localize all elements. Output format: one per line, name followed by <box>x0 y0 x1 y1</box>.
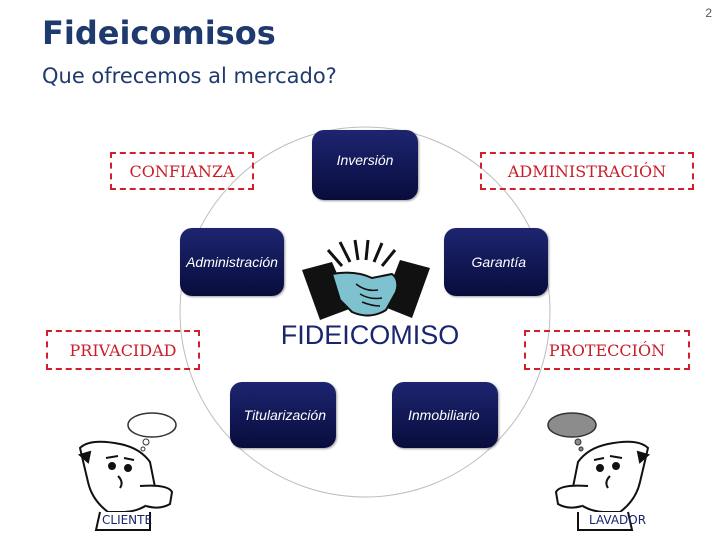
slide-subtitle: Que ofrecemos al mercado? <box>42 64 337 88</box>
thinking-man-icon <box>554 440 651 531</box>
thought-bubble-icon <box>127 412 177 452</box>
value-proteccion: PROTECCIÓN <box>524 330 690 370</box>
slide-title: Fideicomisos <box>42 14 276 52</box>
value-administracion: ADMINISTRACIÓN <box>480 152 694 190</box>
node-administracion: Administración <box>180 228 284 296</box>
handshake-icon <box>302 239 430 320</box>
value-privacidad: PRIVACIDAD <box>46 330 200 370</box>
thought-bubble-icon <box>547 412 597 452</box>
label-lavador: LAVADOR <box>589 513 647 527</box>
label-cliente: CLIENTE <box>102 513 153 527</box>
node-inmobiliario: Inmobiliario <box>392 382 498 448</box>
center-label: FIDEICOMISO <box>280 320 460 350</box>
thinking-man-icon <box>77 440 174 531</box>
outer-ring <box>179 126 551 498</box>
value-confianza: CONFIANZA <box>110 152 254 190</box>
node-garantia: Garantía <box>444 228 548 296</box>
node-inversion: Inversión <box>312 130 418 200</box>
node-titularizacion: Titularización <box>230 382 336 448</box>
page-number: 2 <box>705 6 712 20</box>
